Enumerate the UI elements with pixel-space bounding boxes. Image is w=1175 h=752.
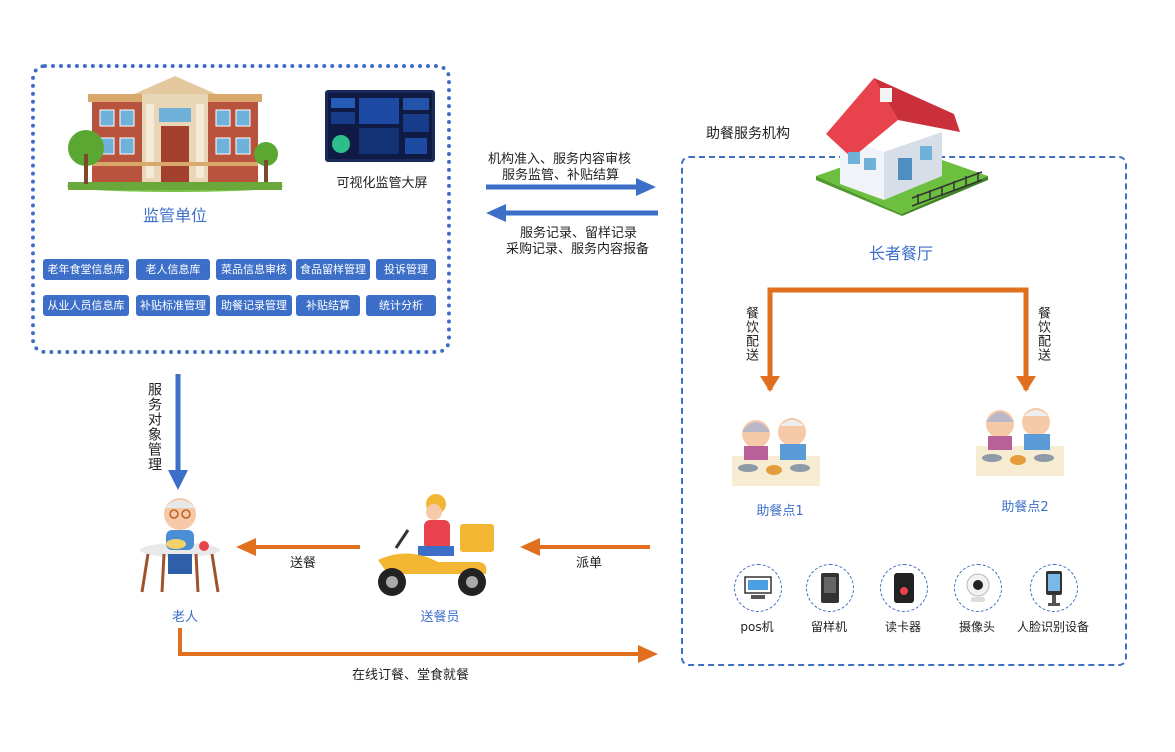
button-dish-review[interactable]: 菜品信息审核: [216, 259, 292, 280]
org-title: 助餐服务机构: [704, 123, 792, 143]
meal-delivery-label-right: 餐饮配送: [1035, 306, 1050, 362]
government-building-icon: [67, 76, 283, 192]
pos-terminal-icon: [734, 564, 782, 612]
restaurant-label: 长者餐厅: [868, 244, 933, 263]
service-mgmt-label: 服务对象管理: [146, 382, 162, 472]
arrow-deliver: [236, 538, 360, 556]
delivery-scooter-icon: [378, 494, 494, 596]
deliver-label: 送餐: [290, 556, 317, 571]
device-label-face: 人脸识别设备: [1016, 620, 1089, 634]
arrow-to-org-text-1: 机构准入、服务内容审核: [488, 152, 632, 167]
arrow-to-sup-text-1: 服务记录、留样记录: [520, 226, 638, 241]
elderly-dining-icon: [976, 408, 1064, 476]
dispatch-label: 派单: [576, 556, 603, 571]
courier-label: 送餐员: [420, 610, 460, 625]
sample-cabinet-icon: [806, 564, 854, 612]
arrow-online-order: [178, 628, 658, 663]
meal-point-2-label: 助餐点2: [1001, 500, 1049, 515]
meal-delivery-arrows: [760, 287, 1036, 392]
arrow-to-supervision: [486, 204, 658, 222]
supervision-title: 监管单位: [142, 206, 207, 225]
arrow-to-sup-text-2: 采购记录、服务内容报备: [506, 242, 650, 257]
online-order-label: 在线订餐、堂食就餐: [352, 668, 470, 683]
button-subsidy-standard[interactable]: 补贴标准管理: [136, 295, 210, 316]
device-label-reader: 读卡器: [884, 620, 921, 634]
meal-point-1-label: 助餐点1: [756, 504, 804, 519]
arrow-to-org: [486, 178, 656, 196]
arrow-dispatch: [520, 538, 650, 556]
dashboard-screen-label: 可视化监管大屏: [336, 176, 428, 191]
button-statistics[interactable]: 统计分析: [366, 295, 436, 316]
button-meal-record[interactable]: 助餐记录管理: [216, 295, 292, 316]
button-elder-info-db[interactable]: 老人信息库: [136, 259, 210, 280]
arrow-service-mgmt: [168, 374, 188, 490]
button-staff-db[interactable]: 从业人员信息库: [43, 295, 129, 316]
face-recognition-icon: [1030, 564, 1078, 612]
elderly-person-icon: [140, 498, 220, 593]
elderly-dining-icon: [732, 418, 820, 486]
meal-delivery-label-left: 餐饮配送: [743, 306, 758, 362]
button-food-sample[interactable]: 食品留样管理: [296, 259, 370, 280]
device-label-pos: pos机: [740, 620, 774, 634]
button-subsidy-settle[interactable]: 补贴结算: [296, 295, 360, 316]
camera-icon: [954, 564, 1002, 612]
button-complaint[interactable]: 投诉管理: [376, 259, 436, 280]
arrow-to-org-text-2: 服务监管、补贴结算: [502, 168, 620, 183]
supervision-panel: [31, 64, 451, 354]
device-label-camera: 摄像头: [958, 620, 995, 634]
device-label-sample: 留样机: [810, 620, 847, 634]
button-elder-canteen-db[interactable]: 老年食堂信息库: [43, 259, 129, 280]
dashboard-screen-icon: [325, 90, 435, 162]
card-reader-icon: [880, 564, 928, 612]
house-icon: [816, 78, 988, 216]
elder-label: 老人: [171, 610, 198, 625]
